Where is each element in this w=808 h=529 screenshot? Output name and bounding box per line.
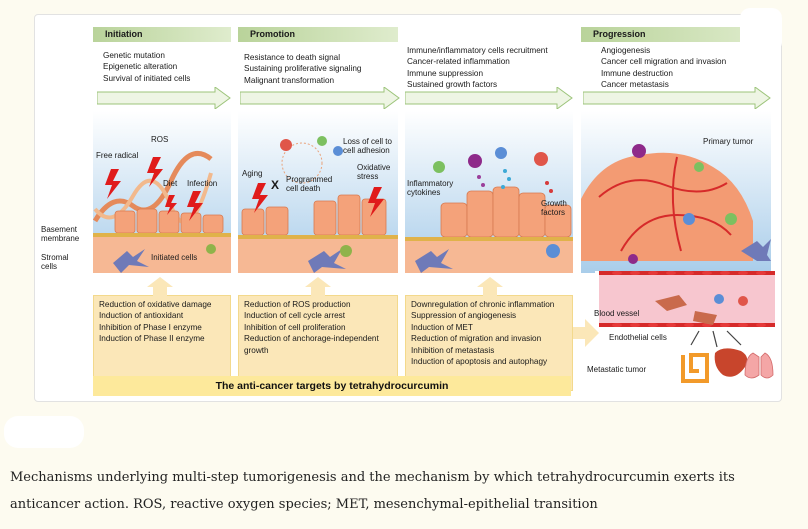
label-line: cells <box>41 262 58 271</box>
stage-header-progression: Progression <box>581 27 771 42</box>
stage-item: Genetic mutation <box>103 51 165 60</box>
stage-arrow-1 <box>97 87 231 109</box>
panel-promotion <box>238 111 398 273</box>
stage-item: Angiogenesis <box>601 46 651 55</box>
panel-inflammation <box>405 111 573 273</box>
label-line: cytokines <box>407 188 441 197</box>
right-arrow <box>573 319 599 347</box>
up-arrow-2 <box>305 277 331 297</box>
stage-arrow-2 <box>240 87 400 109</box>
label-ros: ROS <box>151 135 169 144</box>
stage-item: Sustained growth factors <box>407 80 498 90</box>
target-item: Reduction of oxidative damage <box>99 300 212 309</box>
up-arrow-1 <box>147 277 173 297</box>
label-primary-tumor: Primary tumor <box>703 137 754 146</box>
dying-cell-icon <box>281 142 323 184</box>
label-programmed-cell-death: Programmed cell death <box>286 175 332 193</box>
label-infection: Infection <box>187 179 218 188</box>
label-aging: Aging <box>242 169 263 178</box>
intestine-icon <box>681 353 709 383</box>
stage-header-initiation: Initiation <box>93 27 231 42</box>
target-item: Reduction of ROS production <box>244 300 351 309</box>
panel-progression <box>581 111 771 273</box>
stage-item: Cancer-related inflammation <box>407 57 510 67</box>
watermark-patch <box>4 416 84 448</box>
stage-item: Cancer cell migration and invasion <box>601 57 727 67</box>
blood-vessel-area <box>595 271 781 395</box>
watermark-patch <box>740 8 782 52</box>
label-line: stress <box>357 172 379 181</box>
label-line: Oxidative <box>357 163 391 172</box>
blood-vessel <box>599 271 775 327</box>
target-box-promotion: Reduction of ROS production Induction of… <box>238 295 398 383</box>
label-growth-factors: Growth factors <box>541 199 567 217</box>
up-arrow-3 <box>477 277 503 297</box>
label-line: Growth <box>541 199 567 208</box>
stage-item: Sustaining proliferative signaling <box>244 64 362 74</box>
label-line: cell adhesion <box>343 146 390 155</box>
label-line: membrane <box>41 234 80 243</box>
target-item: Inhibition of cell proliferation <box>244 322 346 332</box>
target-item: Induction of apoptosis and autophagy <box>411 357 548 367</box>
label-stromal-cells: Stromal cells <box>41 253 69 271</box>
target-item: Reduction of anchorage-independent <box>244 334 379 344</box>
label-diet: Diet <box>163 179 178 188</box>
label-x-mark: X <box>271 178 280 192</box>
label-inflammatory-cytokines: Inflammatory cytokines <box>407 179 453 197</box>
target-box-initiation: Reduction of oxidative damage Induction … <box>93 295 231 383</box>
stromal-cell-icon <box>113 249 149 273</box>
anticancer-targets-banner: The anti-cancer targets by tetrahydrocur… <box>93 376 571 396</box>
label-line: factors <box>541 208 566 217</box>
label-line: Programmed <box>286 175 333 184</box>
target-item: Inhibition of metastasis <box>411 345 495 355</box>
stage-header-promotion: Promotion <box>238 27 398 42</box>
tumorigenesis-figure: Initiation Promotion Progression Genetic… <box>34 14 782 402</box>
figure-caption: Mechanisms underlying multi-step tumorig… <box>10 464 800 518</box>
stage-list-promotion: Resistance to death signal Sustaining pr… <box>244 52 361 86</box>
label-oxidative-stress: Oxidative stress <box>357 163 390 181</box>
label-basement-membrane: Basement membrane <box>41 225 79 243</box>
label-loss-of-adhesion: Loss of cell to cell adhesion <box>343 137 392 155</box>
label-blood-vessel: Blood vessel <box>594 309 640 318</box>
target-item: Inhibition of Phase I enzyme <box>99 322 202 332</box>
stage-item: Malignant transformation <box>244 75 335 85</box>
label-endothelial-cells: Endothelial cells <box>609 333 667 342</box>
target-item: growth <box>244 345 269 355</box>
liver-icon <box>714 348 748 377</box>
panel-initiation <box>93 111 231 273</box>
target-item: Induction of MET <box>411 322 473 332</box>
stage-arrow-3 <box>405 87 573 109</box>
target-box-progression: Downregulation of chronic inflammation S… <box>405 295 573 391</box>
stage-item: Resistance to death signal <box>244 53 341 62</box>
target-item: Induction of cell cycle arrest <box>244 311 346 321</box>
label-line: Loss of cell to <box>343 137 392 146</box>
label-line: Basement <box>41 225 78 234</box>
lightning-icon <box>105 157 203 221</box>
stage-item: Immune destruction <box>601 68 673 78</box>
target-item: Reduction of migration and invasion <box>411 334 542 344</box>
stage-item: Immune suppression <box>407 68 483 78</box>
label-line: Stromal <box>41 253 69 262</box>
label-free-radical: Free radical <box>96 151 139 160</box>
label-line: Inflammatory <box>407 179 454 188</box>
label-initiated-cells: Initiated cells <box>151 253 198 262</box>
stage-item: Survival of initiated cells <box>103 73 191 83</box>
stage-arrow-4 <box>583 87 771 109</box>
stage-item: Epigenetic alteration <box>103 62 178 72</box>
primary-tumor-mass <box>581 152 753 261</box>
label-line: cell death <box>286 184 321 193</box>
target-item: Downregulation of chronic inflammation <box>411 300 555 309</box>
target-item: Induction of Phase II enzyme <box>99 334 205 344</box>
stage-list-progression: Angiogenesis Cancer cell migration and i… <box>601 45 726 91</box>
lungs-icon <box>744 352 774 379</box>
label-metastatic-tumor: Metastatic tumor <box>587 365 647 374</box>
stage-item: Cancer metastasis <box>601 80 669 90</box>
target-item: Suppression of angiogenesis <box>411 311 517 321</box>
stage-list-inflammation: Immune/inflammatory cells recruitment Ca… <box>407 45 548 91</box>
caption-line-1: Mechanisms underlying multi-step tumorig… <box>10 470 735 485</box>
target-item: Induction of antioxidant <box>99 311 184 321</box>
stage-list-initiation: Genetic mutation Epigenetic alteration S… <box>103 50 190 84</box>
caption-line-2: anticancer action. ROS, reactive oxygen … <box>10 497 598 512</box>
stage-item: Immune/inflammatory cells recruitment <box>407 46 548 55</box>
